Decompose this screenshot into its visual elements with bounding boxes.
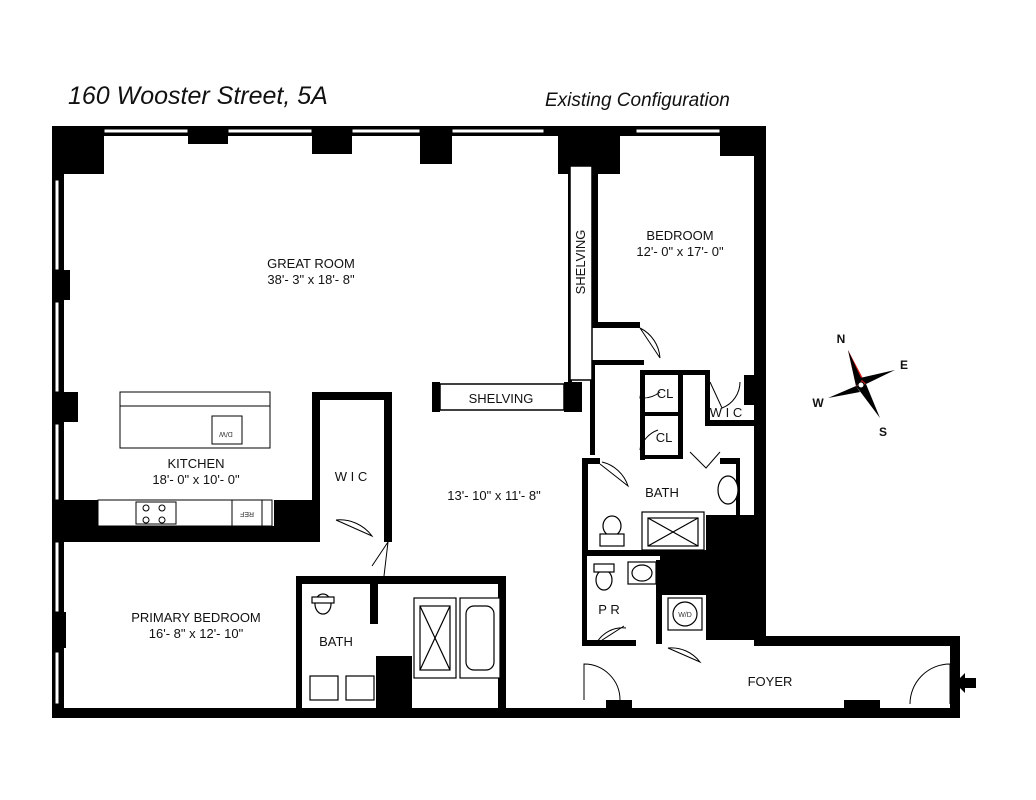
room-labels: GREAT ROOM 38'- 3" x 18'- 8" BEDROOM 12'… — [131, 228, 792, 689]
wic-bedroom-name: W I C — [710, 405, 743, 420]
primary-bedroom-dims: 16'- 8" x 12'- 10" — [149, 626, 244, 641]
bath-fixtures — [309, 475, 739, 701]
kitchen-name: KITCHEN — [167, 456, 224, 471]
configuration-title: Existing Configuration — [545, 90, 730, 111]
doors — [335, 327, 951, 705]
closet-lower-name: CL — [656, 430, 673, 445]
kitchen-dims: 18'- 0" x 10'- 0" — [152, 472, 240, 487]
bedroom-name: BEDROOM — [646, 228, 713, 243]
great-room-name: GREAT ROOM — [267, 256, 355, 271]
closet-upper-name: CL — [657, 386, 674, 401]
interior-walls — [64, 166, 880, 708]
shelving-units — [439, 165, 593, 411]
great-room-dims: 38'- 3" x 18'- 8" — [267, 272, 355, 287]
kitchen-fixtures — [97, 391, 273, 527]
compass-w: W — [812, 396, 824, 410]
primary-bath-name: BATH — [319, 634, 353, 649]
shelving-vertical-label: SHELVING — [573, 230, 588, 295]
dishwasher-label: D/W — [219, 430, 233, 437]
foyer-name: FOYER — [748, 674, 793, 689]
bath-name: BATH — [645, 485, 679, 500]
bedroom-dims: 12'- 0" x 17'- 0" — [636, 244, 724, 259]
entry-arrow-icon — [955, 673, 976, 693]
compass-icon: N E S W — [812, 332, 908, 439]
compass-n: N — [837, 332, 846, 346]
powder-room-name: P R — [598, 602, 619, 617]
wic-primary-name: W I C — [335, 469, 368, 484]
gallery-dims: 13'- 10" x 11'- 8" — [447, 488, 541, 503]
windows — [54, 128, 721, 705]
compass-e: E — [900, 358, 908, 372]
washer-dryer-label: W/D — [678, 612, 692, 619]
refrigerator-label: REF — [240, 510, 254, 517]
compass-s: S — [879, 425, 887, 439]
shelving-horizontal-label: SHELVING — [469, 391, 534, 406]
primary-bedroom-name: PRIMARY BEDROOM — [131, 610, 261, 625]
address-title: 160 Wooster Street, 5A — [68, 82, 328, 110]
